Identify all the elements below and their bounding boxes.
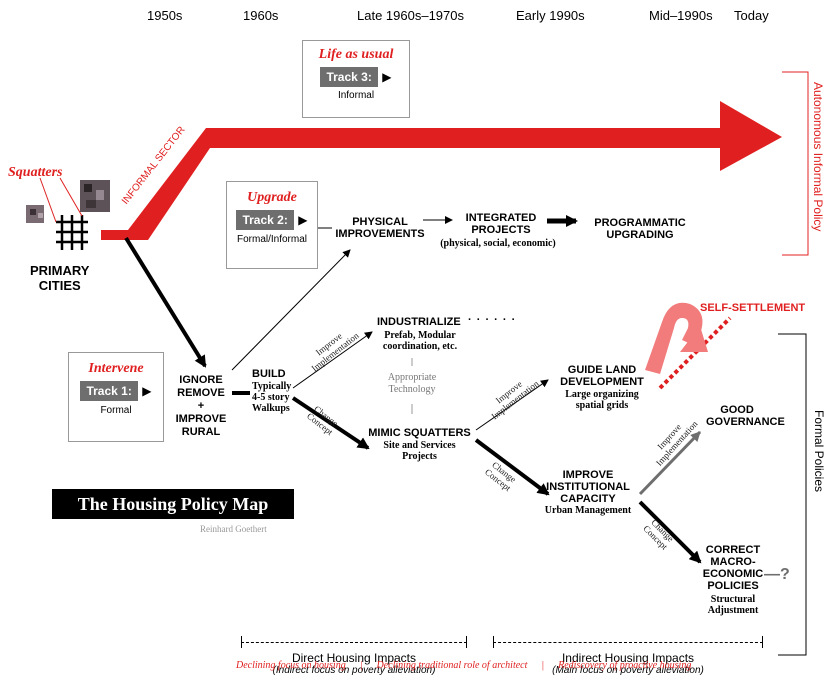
era-label: 1960s — [243, 8, 279, 23]
autonomous-bracket — [782, 71, 809, 256]
appropriate-technology-label: Appropriate Technology — [387, 372, 437, 395]
squatters-label: Squatters — [8, 165, 63, 180]
bracket-line — [493, 642, 763, 644]
track-2-sub: Formal/Informal — [236, 234, 307, 245]
track-3-box[interactable]: Life as usual Track 3: ▶ Informal — [302, 40, 410, 118]
author-label: Reinhard Goethert — [200, 524, 267, 534]
mimic-squatters-node: MIMIC SQUATTERS — [368, 427, 471, 439]
play-icon: ▶ — [298, 213, 308, 227]
correct-macro-sub: Structural Adjustment — [707, 594, 759, 616]
era-label: Today — [734, 8, 769, 23]
formal-bracket — [778, 333, 807, 656]
industrialize-node: INDUSTRIALIZE — [377, 316, 461, 328]
footer-item: Declining traditional role of architect — [376, 660, 528, 671]
self-settlement-link — [658, 316, 732, 390]
build-node: BUILD — [252, 368, 286, 380]
track-2-box[interactable]: Upgrade Track 2: ▶ Formal/Informal — [226, 181, 318, 269]
track-1-sub: Formal — [100, 405, 132, 416]
footer-line: Declining focus on housing | Declining t… — [236, 660, 826, 671]
informal-sector-arrow — [101, 101, 782, 240]
track-3-sub: Informal — [337, 90, 375, 101]
autonomous-policy-label: Autonomous Informal Policy — [811, 82, 825, 232]
return-hook-arrow — [645, 302, 708, 374]
era-label: Mid–1990s — [649, 8, 713, 23]
bracket-tick — [466, 636, 467, 648]
mimic-squatters-sub: Site and Services Projects — [383, 440, 456, 462]
title-banner: The Housing Policy Map — [52, 489, 294, 519]
arrow-institutional-correct — [638, 500, 702, 564]
arrow-institutional-governance — [638, 430, 702, 496]
grid-icon — [56, 215, 88, 250]
improve-institutional-node: IMPROVE INSTITUTIONAL CAPACITY — [546, 469, 630, 505]
bracket-tick — [762, 636, 763, 648]
track-2-title: Upgrade — [247, 190, 297, 205]
footer-item: Rediscovery of proactive housing — [558, 660, 692, 671]
squatter-pointer-lines — [39, 177, 83, 223]
good-governance-node: GOOD GOVERNANCE — [706, 404, 785, 428]
page-title: The Housing Policy Map — [77, 494, 269, 514]
self-settlement-label: SELF-SETTLEMENT — [700, 302, 806, 314]
era-label: Early 1990s — [516, 8, 585, 23]
integrated-projects-sub: (physical, social, economic) — [440, 238, 556, 249]
track-2-button[interactable]: Track 2: — [236, 210, 294, 230]
direct-impacts-title: Direct Housing Impacts — [291, 651, 417, 665]
formal-policies-label: Formal Policies — [812, 410, 826, 493]
track-3-title: Life as usual — [318, 47, 394, 62]
direct-impacts-sub: (Indirect focus on poverty alleviation) — [272, 665, 436, 676]
play-icon: ▶ — [382, 70, 392, 84]
era-label: Late 1960s–1970s — [357, 8, 464, 23]
ignore-remove-node: IGNORE REMOVE + IMPROVE RURAL — [175, 374, 227, 438]
guide-land-sub: Large organizing spatial grids — [565, 389, 639, 411]
question-mark: —? — [764, 566, 790, 583]
indirect-impacts-block: Indirect Housing Impacts (Main focus on … — [493, 651, 763, 685]
indirect-impacts-title: Indirect Housing Impacts — [561, 651, 695, 665]
footer-divider: | — [541, 660, 545, 671]
arrow-to-ignore — [124, 236, 207, 368]
correct-macro-node: CORRECT MACRO- ECONOMIC POLICIES — [702, 544, 764, 592]
arrow-build-mimic — [291, 396, 370, 450]
indirect-impacts-sub: (Main focus on poverty alleviation) — [552, 665, 704, 676]
arrow-build-industrialize — [292, 331, 373, 389]
bracket-line — [241, 642, 467, 644]
industrialize-sub: Prefab, Modular coordination, etc. — [382, 330, 458, 352]
primary-cities-label: PRIMARY CITIES — [30, 263, 90, 293]
track-3-button[interactable]: Track 3: — [320, 67, 378, 87]
track-1-title: Intervene — [88, 361, 144, 376]
build-sub: Typically 4-5 story Walkups — [252, 381, 292, 414]
arrow-to-physical — [231, 249, 351, 371]
footer-item: Declining focus on housing — [236, 660, 346, 671]
squatter-texture-1 — [26, 205, 44, 223]
industrialize-dots: · · · · · · — [468, 314, 517, 326]
play-icon: ▶ — [142, 384, 152, 398]
footer-divider: | — [359, 660, 363, 671]
arrow-mimic-institutional — [474, 438, 550, 496]
physical-improvements-node: PHYSICAL IMPROVEMENTS — [335, 216, 425, 240]
improve-institutional-sub: Urban Management — [544, 505, 632, 516]
squatter-texture-2 — [80, 180, 110, 212]
track-1-button[interactable]: Track 1: — [80, 381, 138, 401]
direct-impacts-block: Direct Housing Impacts (Indirect focus o… — [241, 651, 467, 685]
era-label: 1950s — [147, 8, 183, 23]
guide-land-node: GUIDE LAND DEVELOPMENT — [560, 364, 644, 388]
track-1-box[interactable]: Intervene Track 1: ▶ Formal — [68, 352, 164, 442]
arrow-mimic-guide — [475, 379, 549, 431]
programmatic-upgrading-node: PROGRAMMATIC UPGRADING — [594, 217, 686, 241]
integrated-projects-node: INTEGRATED PROJECTS — [465, 212, 537, 236]
